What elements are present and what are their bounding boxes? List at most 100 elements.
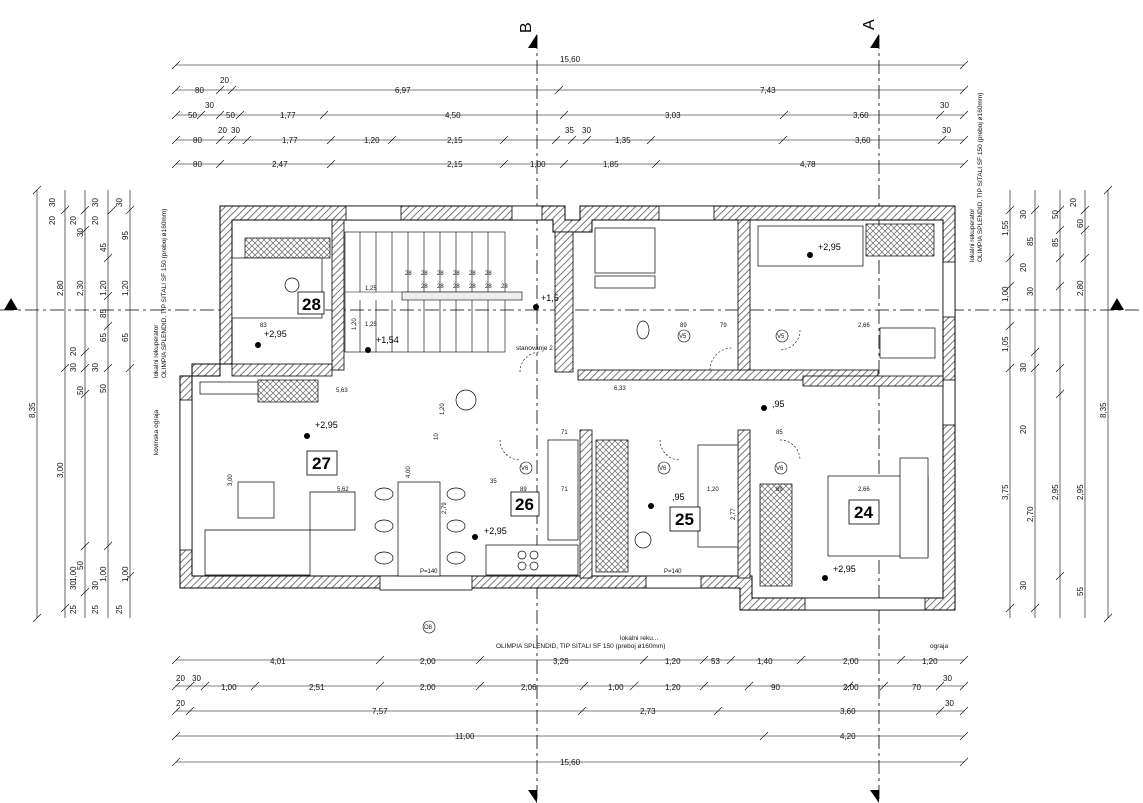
grid-axis-b: B bbox=[518, 22, 538, 803]
inner-dim: 71 bbox=[561, 487, 568, 493]
dim: 3,00 bbox=[56, 462, 65, 478]
dim: 80 bbox=[195, 86, 204, 95]
annotations: kovinska ograja ograja stanovanje 2 loka… bbox=[153, 93, 984, 650]
dim: 85 bbox=[1026, 237, 1035, 246]
inner-dim: 5,62 bbox=[337, 487, 349, 493]
dim: 30 bbox=[943, 674, 952, 683]
dim: 50 bbox=[188, 111, 197, 120]
stair-step: 28 bbox=[437, 284, 444, 290]
dim: 50 bbox=[99, 384, 108, 393]
label-rek-left-2: OLIMPIA SPLENDID, TIP SITALI SF 150 (pre… bbox=[161, 209, 168, 378]
dim: 85 bbox=[1051, 238, 1060, 247]
dim: 30 bbox=[91, 363, 100, 372]
inner-dim: 2,66 bbox=[858, 323, 870, 329]
level-mark: ,95 bbox=[772, 399, 785, 409]
dim: 2,00 bbox=[420, 683, 436, 692]
dim: 20 bbox=[91, 216, 100, 225]
opening-tags: V6 V6 V5 V5 V6 O8 bbox=[422, 329, 789, 634]
dim: 53 bbox=[711, 657, 720, 666]
dim: 7,57 bbox=[372, 707, 388, 716]
dim: 2,00 bbox=[843, 683, 859, 692]
dimension-text-bottom: 4,01 2,00 3,26 1,20 53 1,40 2,00 1,20 20… bbox=[176, 657, 954, 767]
stair-step: 28 bbox=[469, 284, 476, 290]
dim: 3,60 bbox=[855, 136, 871, 145]
dimensions-right bbox=[1005, 185, 1113, 623]
stair-step: 28 bbox=[453, 271, 460, 277]
dim: 4,50 bbox=[445, 111, 461, 120]
dim: 80 bbox=[193, 160, 202, 169]
dim: 65 bbox=[121, 333, 130, 342]
door-swings bbox=[499, 329, 801, 461]
dim: 1,00 bbox=[121, 566, 130, 582]
stair-step: 28 bbox=[405, 271, 412, 277]
room-number-25: 25 bbox=[675, 510, 694, 529]
dim: 3,60 bbox=[853, 111, 869, 120]
exterior-walls bbox=[179, 205, 956, 611]
stair-step: 28 bbox=[485, 284, 492, 290]
dim: 45 bbox=[99, 243, 108, 252]
opening-tag: V6 bbox=[521, 466, 529, 472]
dim: 30 bbox=[1019, 210, 1028, 219]
label-rek-right-1: lokalni rekuperator bbox=[969, 208, 976, 262]
inner-dimensions: 1,25 1,25 1,20 83 5,63 6,33 5,62 4,00 3,… bbox=[228, 286, 870, 520]
dim: 65 bbox=[99, 333, 108, 342]
opening-tag: V5 bbox=[777, 334, 785, 340]
dim: 20 bbox=[220, 76, 229, 85]
inner-dim: 6,33 bbox=[614, 386, 626, 392]
inner-dim: 5,63 bbox=[336, 388, 348, 394]
dim: 3,60 bbox=[840, 707, 856, 716]
dim: 2,15 bbox=[447, 160, 463, 169]
dim: 60 bbox=[1076, 219, 1085, 228]
room-number-24: 24 bbox=[854, 503, 873, 522]
dim: 20 bbox=[48, 216, 57, 225]
dimensions-left bbox=[32, 185, 135, 623]
dim: 2,30 bbox=[76, 280, 85, 296]
opening-tag: V6 bbox=[659, 466, 667, 472]
dim: 90 bbox=[771, 683, 780, 692]
dim: 50 bbox=[76, 386, 85, 395]
staircase bbox=[344, 231, 523, 353]
dim: 3,26 bbox=[553, 657, 569, 666]
label-rek-bottom-2: OLIMPIA SPLENDID, TIP SITALI SF 150 (pre… bbox=[496, 643, 665, 650]
dim: 1,20 bbox=[99, 280, 108, 296]
inner-dim: 83 bbox=[260, 323, 267, 329]
dim: 55 bbox=[1076, 587, 1085, 596]
dim-bottom-total: 15,60 bbox=[560, 758, 581, 767]
dim: 3,75 bbox=[1001, 484, 1010, 500]
dim: 1,20 bbox=[665, 657, 681, 666]
dim: 30 bbox=[115, 198, 124, 207]
dim: 30 bbox=[1019, 581, 1028, 590]
dim: 30 bbox=[1026, 287, 1035, 296]
dim: 30 bbox=[76, 228, 85, 237]
dim: 2,51 bbox=[309, 683, 325, 692]
dim: 4,20 bbox=[840, 732, 856, 741]
label-parapet: P=140 bbox=[420, 569, 438, 575]
inner-dim: 2,79 bbox=[442, 502, 448, 514]
label-rek-right-2: OLIMPIA SPLENDID, TIP SITALI SF 150 (pre… bbox=[977, 93, 984, 262]
dim: 1,00 bbox=[608, 683, 624, 692]
dim: 25 bbox=[91, 605, 100, 614]
stair-step: 28 bbox=[453, 284, 460, 290]
level-mark: +2,95 bbox=[264, 329, 287, 339]
level-mark: +2,95 bbox=[315, 420, 338, 430]
dim: 1,20 bbox=[665, 683, 681, 692]
dimension-text-left: 8,35 2,80 3,00 20 30 2,30 30 20 50 1,00 … bbox=[28, 198, 130, 614]
dimensions-top bbox=[171, 60, 969, 169]
dim: 3,03 bbox=[665, 111, 681, 120]
dim: 2,80 bbox=[1076, 280, 1085, 296]
dim: 30 bbox=[91, 198, 100, 207]
dim: 70 bbox=[912, 683, 921, 692]
axis-label-a: A bbox=[861, 19, 878, 30]
opening-tag: V5 bbox=[679, 334, 687, 340]
dim: 30 bbox=[69, 581, 78, 590]
stair-step: 28 bbox=[421, 284, 428, 290]
dim: 30 bbox=[48, 198, 57, 207]
dim: 1,77 bbox=[280, 111, 296, 120]
dim: 11,00 bbox=[455, 732, 475, 741]
inner-dim: 71 bbox=[561, 430, 568, 436]
label-stanovanje: stanovanje 2 bbox=[516, 345, 553, 352]
dim: 95 bbox=[121, 231, 130, 240]
dim: 20 bbox=[1069, 198, 1078, 207]
dimensions-bottom bbox=[171, 655, 969, 767]
dim-left-total: 8,35 bbox=[28, 402, 37, 418]
